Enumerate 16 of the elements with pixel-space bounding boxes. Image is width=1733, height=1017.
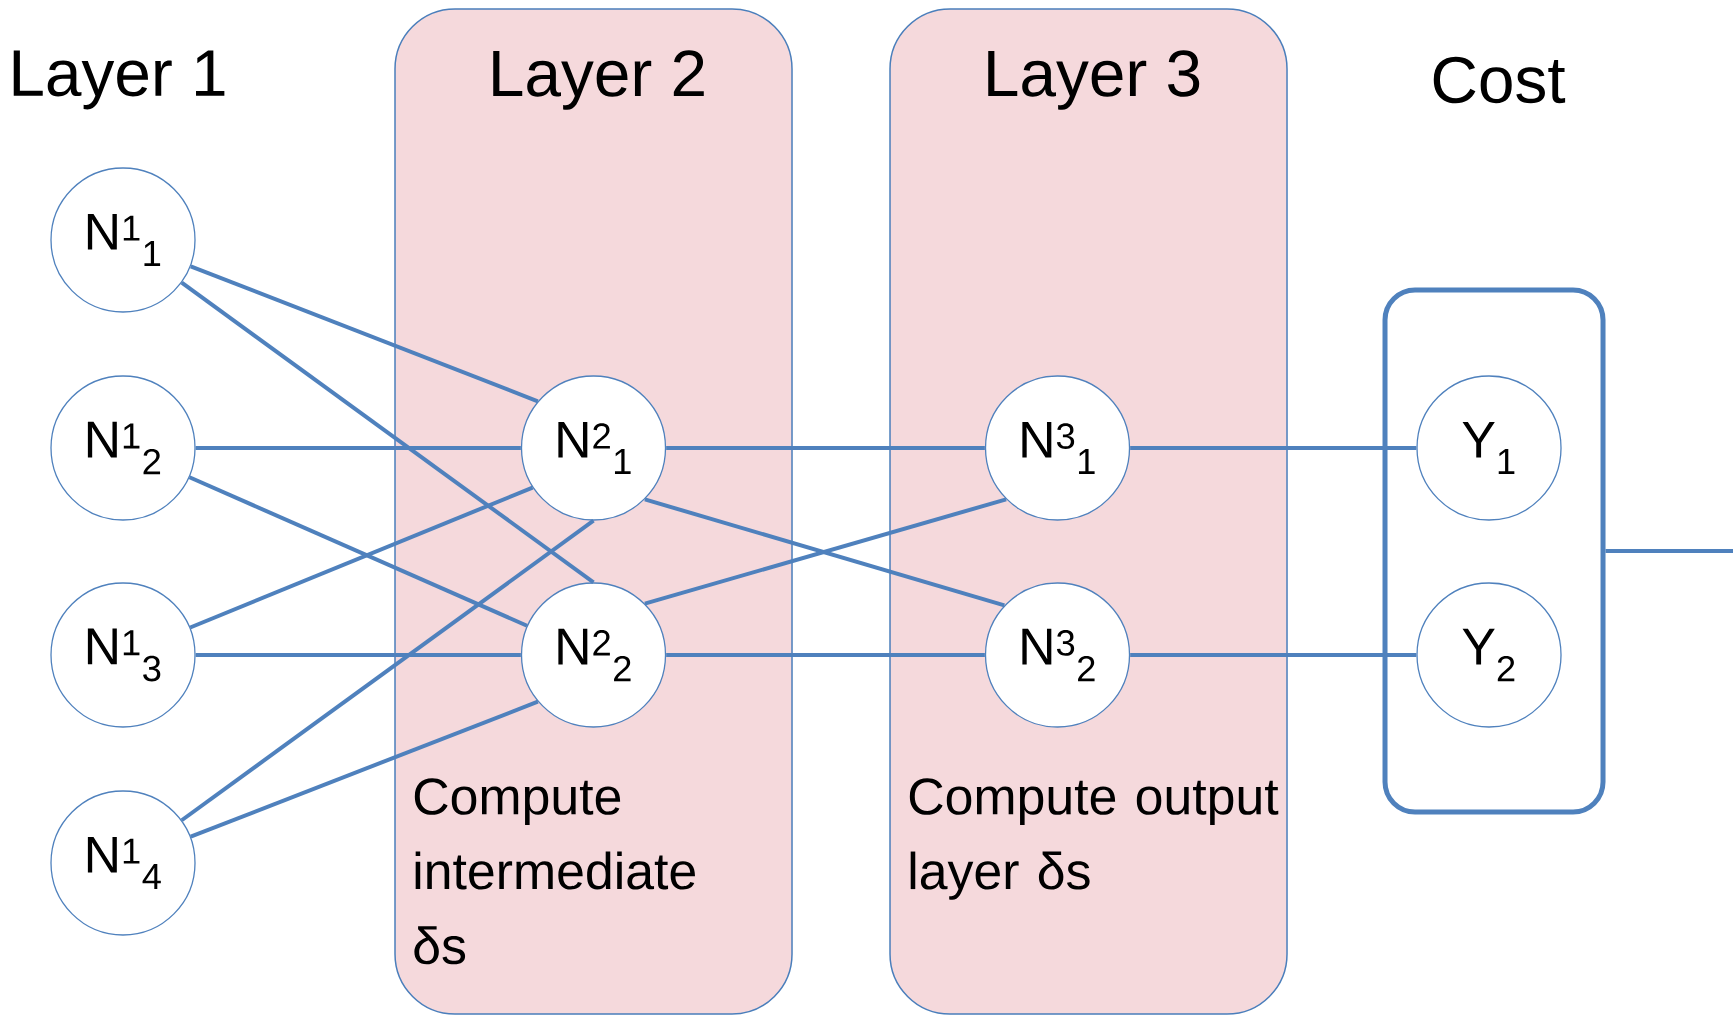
connector-line	[180, 281, 595, 584]
heading: Layer 2	[493, 50, 704, 110]
description: Compute intermediate δs	[414, 778, 695, 965]
heading: Cost	[1433, 56, 1566, 104]
connector-line	[190, 699, 539, 839]
description: Compute output layer δs	[909, 778, 1279, 900]
connector-line	[1130, 653, 1417, 657]
connector-line	[666, 446, 985, 450]
connector-line	[195, 653, 521, 657]
connector-line	[1130, 446, 1417, 450]
connector-line	[1605, 549, 1733, 553]
connector-line	[180, 519, 595, 822]
connector-line	[190, 264, 539, 404]
connector-line	[195, 446, 521, 450]
connector-line	[666, 653, 985, 657]
heading: Layer 3	[988, 50, 1200, 110]
